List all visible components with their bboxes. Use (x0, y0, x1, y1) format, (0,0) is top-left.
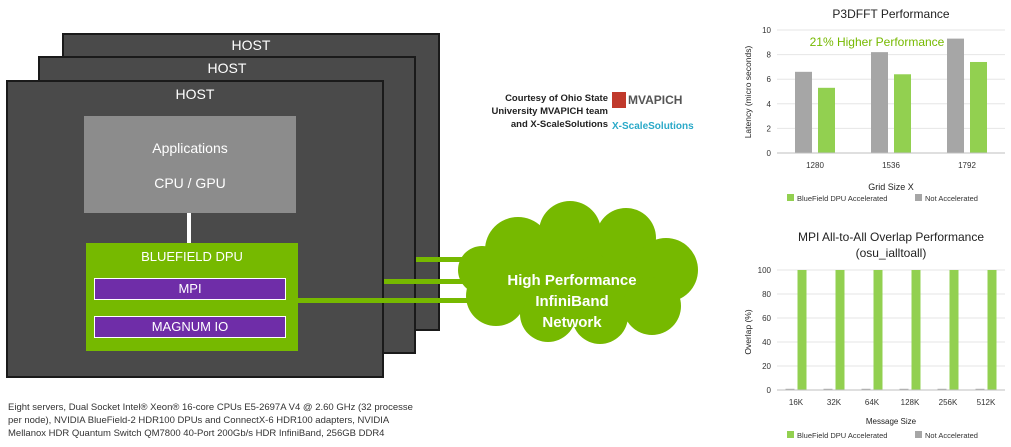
specs-line: per node), NVIDIA BlueField-2 HDR100 DPU… (8, 415, 390, 426)
y-tick-label: 100 (758, 266, 772, 275)
xscale-logo: X-ScaleSolutions (612, 121, 694, 132)
y-tick-label: 40 (762, 338, 771, 347)
chart-title: MPI All-to-All Overlap Performance (798, 230, 984, 244)
legend-swatch-not-accelerated (915, 194, 922, 201)
network-label-line: Network (542, 314, 602, 331)
specs-line: Mellanox HDR Quantum Switch QM7800 40-Po… (8, 428, 385, 439)
y-tick-label: 60 (762, 314, 771, 323)
x-tick-label: 64K (865, 398, 880, 407)
apps-dpu-connector (187, 213, 191, 243)
bar-not-accelerated (871, 52, 888, 153)
network-link (416, 257, 492, 262)
bar-not-accelerated (947, 38, 964, 153)
legend-label-not-accelerated: Not Accelerated (925, 431, 978, 440)
bar-not-accelerated (861, 388, 871, 390)
x-tick-label: 16K (789, 398, 804, 407)
mpi-block: MPI (94, 278, 286, 300)
bar-not-accelerated (823, 388, 833, 390)
y-axis-label: Overlap (%) (743, 309, 753, 355)
x-tick-label: 1280 (806, 161, 824, 170)
host-label: HOST (231, 37, 271, 53)
bar-accelerated (987, 270, 997, 390)
overlap-chart: MPI All-to-All Overlap Performance (osu_… (743, 230, 1005, 440)
x-tick-label: 512K (977, 398, 996, 407)
y-tick-label: 6 (767, 75, 772, 84)
x-tick-label: 1792 (958, 161, 976, 170)
y-tick-label: 2 (767, 124, 772, 133)
bar-accelerated (873, 270, 883, 390)
specs-line: Eight servers, Dual Socket Intel® Xeon® … (8, 402, 413, 413)
chart-title: P3DFFT Performance (832, 7, 949, 21)
magnum-io-block: MAGNUM IO (94, 316, 286, 338)
y-tick-label: 80 (762, 290, 771, 299)
credit-line: Courtesy of Ohio State (505, 93, 608, 104)
network-link (384, 279, 480, 284)
x-axis-label: Message Size (866, 417, 917, 426)
credit-line: and X-ScaleSolutions (510, 119, 608, 130)
applications-box: Applications CPU / GPU (84, 116, 296, 213)
bar-accelerated (949, 270, 959, 390)
y-tick-label: 20 (762, 362, 771, 371)
legend-label-accelerated: BlueField DPU Accelerated (797, 194, 887, 203)
x-tick-label: 1536 (882, 161, 900, 170)
applications-label: Applications (152, 140, 228, 156)
legend-swatch-accelerated (787, 431, 794, 438)
chart-subtitle: (osu_ialltoall) (856, 246, 927, 260)
credit-text: Courtesy of Ohio State University MVAPIC… (490, 92, 609, 131)
y-axis-label: Latency (micro seconds) (743, 46, 753, 139)
host-label: HOST (207, 60, 247, 76)
p3dfft-chart: P3DFFT Performance 21% Higher Performanc… (743, 7, 1005, 203)
y-tick-label: 0 (767, 386, 772, 395)
x-axis-label: Grid Size X (868, 182, 914, 192)
bar-not-accelerated (795, 71, 812, 153)
bar-accelerated (970, 61, 987, 154)
bar-accelerated (911, 270, 921, 390)
y-tick-label: 4 (767, 100, 772, 109)
credit-line: University MVAPICH team (491, 106, 609, 117)
bar-not-accelerated (975, 388, 985, 390)
chart-annotation: 21% Higher Performance (810, 35, 945, 49)
y-tick-label: 8 (767, 51, 772, 60)
x-tick-label: 32K (827, 398, 842, 407)
network-cloud (458, 201, 698, 344)
bar-not-accelerated (899, 388, 909, 390)
bar-not-accelerated (937, 388, 947, 390)
system-specs: Eight servers, Dual Socket Intel® Xeon® … (8, 401, 498, 440)
bluefield-dpu-box: BLUEFIELD DPU MPI MAGNUM IO (86, 243, 298, 351)
network-label-line: High Performance (507, 272, 637, 289)
dpu-title: BLUEFIELD DPU (141, 249, 243, 264)
y-tick-label: 0 (767, 149, 772, 158)
network-label-line: InfiniBand (535, 293, 609, 310)
mvapich-logo: MVAPICH (628, 93, 683, 107)
legend-swatch-not-accelerated (915, 431, 922, 438)
x-tick-label: 256K (939, 398, 958, 407)
network-link (298, 298, 478, 303)
mvapich-logo-icon (612, 92, 626, 108)
y-tick-label: 10 (762, 26, 771, 35)
host-label: HOST (175, 86, 215, 102)
cpu-gpu-label: CPU / GPU (154, 175, 226, 191)
legend-label-accelerated: BlueField DPU Accelerated (797, 431, 887, 440)
legend-label-not-accelerated: Not Accelerated (925, 194, 978, 203)
bar-accelerated (797, 270, 807, 390)
bar-accelerated (818, 87, 835, 153)
bar-accelerated (835, 270, 845, 390)
network-label: High Performance InfiniBand Network (472, 270, 672, 333)
legend-swatch-accelerated (787, 194, 794, 201)
x-tick-label: 128K (901, 398, 920, 407)
bar-not-accelerated (785, 388, 795, 390)
bar-accelerated (894, 74, 911, 153)
